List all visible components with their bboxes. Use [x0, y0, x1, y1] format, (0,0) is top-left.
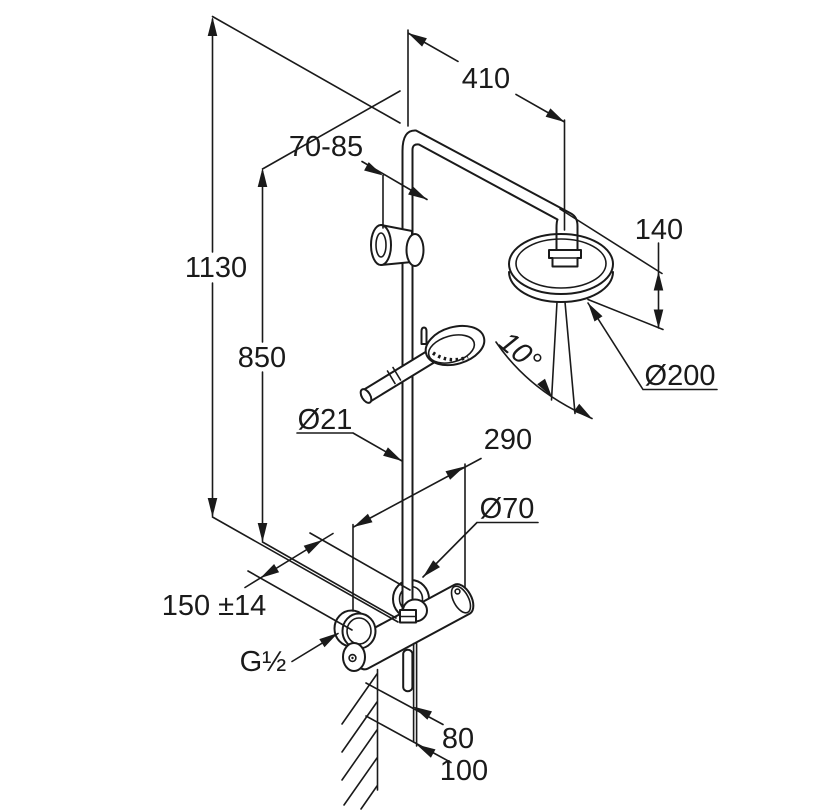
- dimension-410: 410: [407, 29, 566, 231]
- dim-label-diameter-21: Ø21: [298, 404, 353, 436]
- hose-outlet-nipple: [402, 648, 414, 693]
- mixer-right-cap: [450, 585, 472, 614]
- dim-label-70-85: 70-85: [289, 131, 363, 163]
- dimension-1130: 1130: [185, 15, 401, 623]
- dim-label-150: 150 ±14: [162, 590, 267, 622]
- mixer-screw: [454, 588, 461, 595]
- dimension-spray-angle: 10°: [493, 326, 593, 420]
- dim-label-diameter-70: Ø70: [480, 493, 535, 525]
- dim-label-80: 80: [442, 723, 474, 755]
- dim-label-410: 410: [462, 63, 510, 95]
- dimension-140: 140: [559, 208, 683, 331]
- riser-pipe-and-arm: [401, 129, 579, 611]
- dimension-290: 290: [352, 424, 532, 612]
- dimension-diameter-200: Ø200: [587, 302, 718, 392]
- hand-shower: [359, 324, 486, 404]
- dimension-100: 100: [365, 715, 488, 787]
- dimension-150: 150 ±14: [162, 532, 411, 631]
- thermostatic-mixer: [333, 577, 475, 747]
- shower-head-inner-rim: [515, 238, 607, 289]
- dim-label-thread: G½: [240, 646, 287, 678]
- dimension-80: 80: [365, 682, 474, 755]
- dimension-diameter-70: Ø70: [422, 493, 539, 578]
- wall-hatching: [341, 668, 379, 810]
- head-connector-nut: [548, 249, 582, 268]
- wall-bracket: [370, 224, 425, 267]
- temperature-knob-face: [342, 642, 366, 672]
- dimension-diameter-21: Ø21: [296, 404, 403, 462]
- handle-collar: [386, 366, 402, 385]
- dim-label-290: 290: [484, 424, 532, 456]
- dimension-850: 850: [238, 90, 401, 619]
- dimension-70-85: 70-85: [289, 131, 428, 229]
- handle-end-cap: [359, 388, 373, 404]
- spray-cone: [550, 301, 576, 415]
- overhead-shower-head: [508, 233, 614, 303]
- shower-head-bottom-rim: [508, 271, 614, 303]
- holder-pin: [420, 326, 428, 345]
- dim-label-850: 850: [238, 342, 286, 374]
- dim-label-diameter-200: Ø200: [645, 360, 716, 392]
- dim-label-140: 140: [635, 214, 683, 246]
- spray-nozzles: [432, 351, 469, 362]
- label-thread-g12: G½: [240, 632, 339, 678]
- dim-label-100: 100: [440, 755, 488, 787]
- dim-label-1130: 1130: [185, 252, 247, 284]
- hand-shower-face-rim: [427, 334, 476, 364]
- knob-hole: [348, 653, 357, 663]
- outlet-extension-lines: [412, 642, 418, 747]
- dim-label-spray-angle: 10°: [493, 326, 547, 379]
